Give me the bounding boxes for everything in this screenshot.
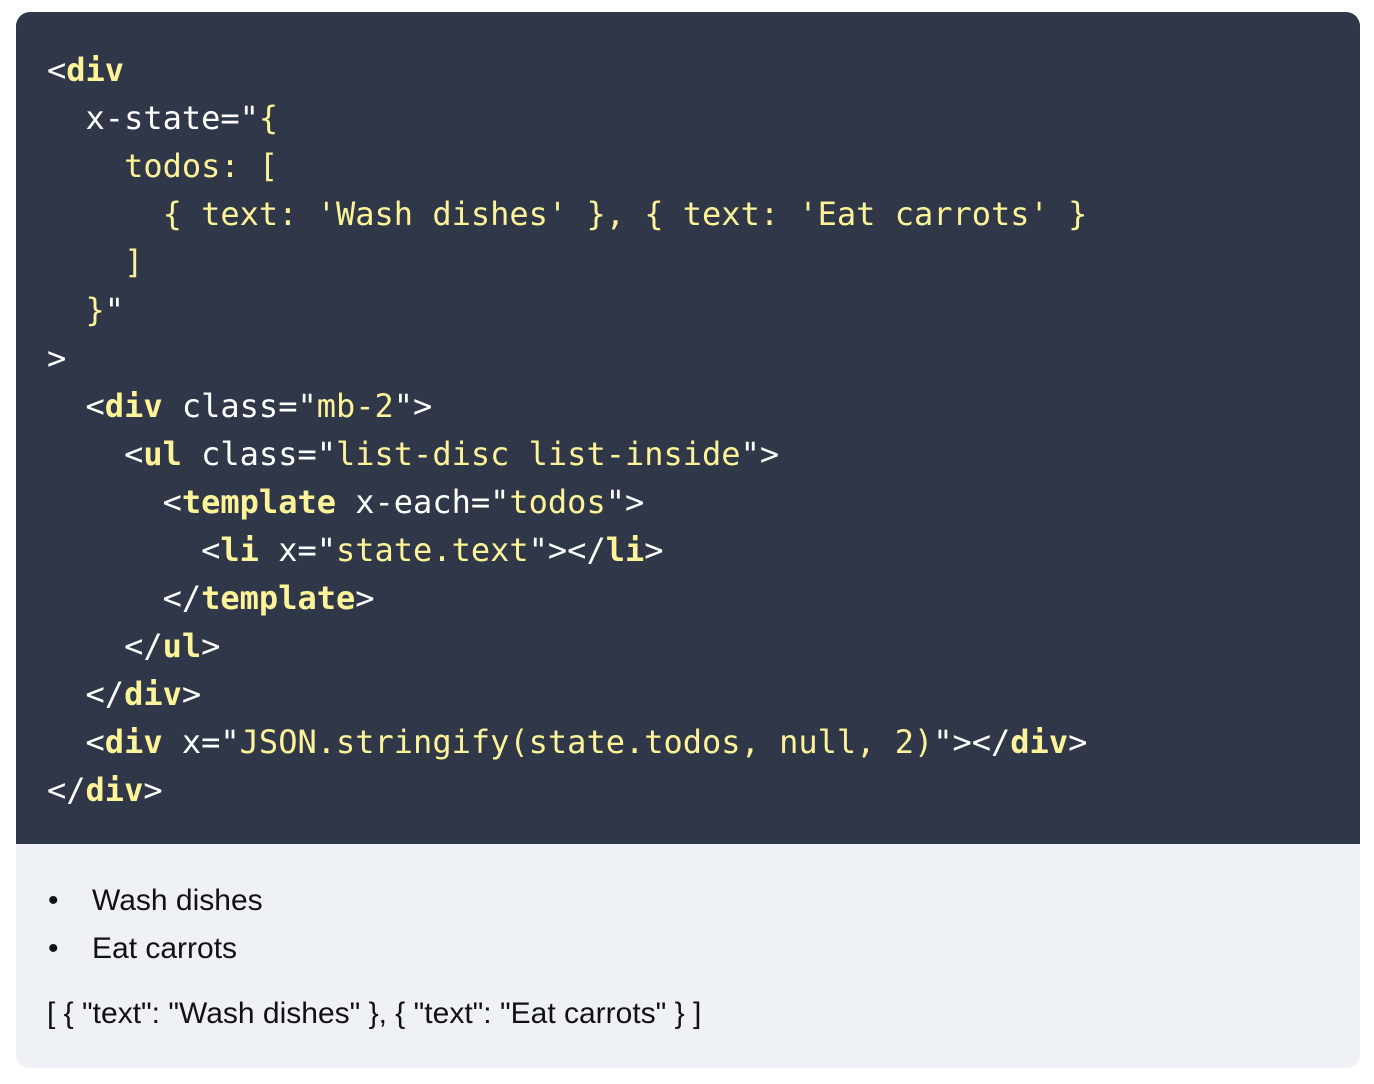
todo-text: Eat carrots bbox=[92, 932, 238, 965]
todo-text: Wash dishes bbox=[92, 884, 263, 917]
code-line: ] bbox=[47, 238, 1087, 286]
code-line: </ul> bbox=[47, 622, 1087, 670]
code-punctuation: "></ bbox=[933, 723, 1011, 761]
code-punctuation: > bbox=[1068, 723, 1088, 761]
code-tag-name: div bbox=[124, 675, 182, 713]
code-tag-name: ul bbox=[162, 627, 202, 665]
json-output: [ { "text": "Wash dishes" }, { "text": "… bbox=[47, 997, 702, 1030]
example-card: <div x-state="{ todos: [ { text: 'Wash d… bbox=[16, 12, 1360, 1068]
code-punctuation: < bbox=[47, 483, 182, 521]
code-string: state.text bbox=[335, 531, 529, 569]
code-punctuation: x-each=" bbox=[335, 483, 510, 521]
code-string: } bbox=[47, 291, 105, 329]
code-punctuation: </ bbox=[47, 579, 202, 617]
list-item: • Eat carrots bbox=[44, 925, 263, 973]
code-line: <div class="mb-2"> bbox=[47, 382, 1087, 430]
list-item: • Wash dishes bbox=[44, 877, 263, 925]
code-punctuation: > bbox=[201, 627, 221, 665]
code-line: </div> bbox=[47, 670, 1087, 718]
code-punctuation: x=" bbox=[258, 531, 336, 569]
code-punctuation: "> bbox=[605, 483, 645, 521]
code-punctuation: > bbox=[644, 531, 664, 569]
code-block: <div x-state="{ todos: [ { text: 'Wash d… bbox=[16, 12, 1360, 844]
code-tag-name: div bbox=[85, 771, 144, 809]
code-string: todos: [ bbox=[47, 147, 279, 185]
code-punctuation: > bbox=[355, 579, 375, 617]
code-string: ] bbox=[47, 243, 144, 281]
code-punctuation: "></ bbox=[528, 531, 606, 569]
code-punctuation: "> bbox=[740, 435, 780, 473]
code-tag-name: div bbox=[66, 51, 125, 89]
code-punctuation: " bbox=[104, 291, 125, 329]
code-line: </template> bbox=[47, 574, 1087, 622]
code-line: <ul class="list-disc list-inside"> bbox=[47, 430, 1087, 478]
code-string: mb-2 bbox=[316, 387, 394, 425]
code-punctuation: < bbox=[47, 531, 221, 569]
code-line: { text: 'Wash dishes' }, { text: 'Eat ca… bbox=[47, 190, 1088, 238]
code-line: todos: [ bbox=[47, 142, 1087, 190]
code-string: todos bbox=[509, 483, 606, 521]
code-tag-name: li bbox=[605, 531, 645, 569]
code-punctuation: class=" bbox=[181, 435, 336, 473]
code-punctuation: < bbox=[47, 387, 105, 425]
rendered-output: • Wash dishes • Eat carrots [ { "text": … bbox=[16, 844, 1360, 1068]
code-tag-name: div bbox=[1010, 723, 1069, 761]
code-punctuation: > bbox=[143, 771, 163, 809]
bullet-icon: • bbox=[48, 932, 59, 965]
code-tag-name: ul bbox=[143, 435, 182, 473]
code-punctuation: x-state=" bbox=[47, 99, 259, 137]
code-listing: <div x-state="{ todos: [ { text: 'Wash d… bbox=[47, 46, 1087, 814]
code-string: { text: 'Wash dishes' }, { text: 'Eat ca… bbox=[47, 195, 1088, 233]
code-string: { bbox=[258, 99, 279, 137]
code-tag-name: template bbox=[201, 579, 356, 617]
code-string: list-disc list-inside bbox=[335, 435, 741, 473]
code-line: <li x="state.text"></li> bbox=[47, 526, 1087, 574]
code-tag-name: li bbox=[220, 531, 259, 569]
bullet-icon: • bbox=[48, 884, 59, 917]
code-tag-name: div bbox=[104, 387, 163, 425]
code-punctuation: </ bbox=[47, 627, 163, 665]
code-tag-name: template bbox=[181, 483, 336, 521]
code-line: </div> bbox=[47, 766, 1087, 814]
code-punctuation: > bbox=[181, 675, 202, 713]
code-punctuation: class=" bbox=[162, 387, 317, 425]
code-string: JSON.stringify(state.todos, null, 2) bbox=[239, 723, 934, 761]
code-punctuation: < bbox=[47, 723, 105, 761]
todo-list: • Wash dishes • Eat carrots bbox=[44, 877, 263, 973]
code-punctuation: > bbox=[47, 339, 67, 377]
code-line: <div x="JSON.stringify(state.todos, null… bbox=[47, 718, 1088, 766]
code-line: > bbox=[47, 334, 1087, 382]
code-punctuation: "> bbox=[393, 387, 433, 425]
code-line: x-state="{ bbox=[47, 94, 1087, 142]
code-line: <div bbox=[47, 46, 1087, 94]
code-tag-name: div bbox=[104, 723, 163, 761]
code-punctuation: </ bbox=[47, 771, 86, 809]
code-punctuation: < bbox=[47, 51, 67, 89]
code-line: }" bbox=[47, 286, 1087, 334]
code-line: <template x-each="todos"> bbox=[47, 478, 1087, 526]
code-punctuation: x=" bbox=[162, 723, 240, 761]
code-punctuation: </ bbox=[47, 675, 125, 713]
code-punctuation: < bbox=[47, 435, 144, 473]
